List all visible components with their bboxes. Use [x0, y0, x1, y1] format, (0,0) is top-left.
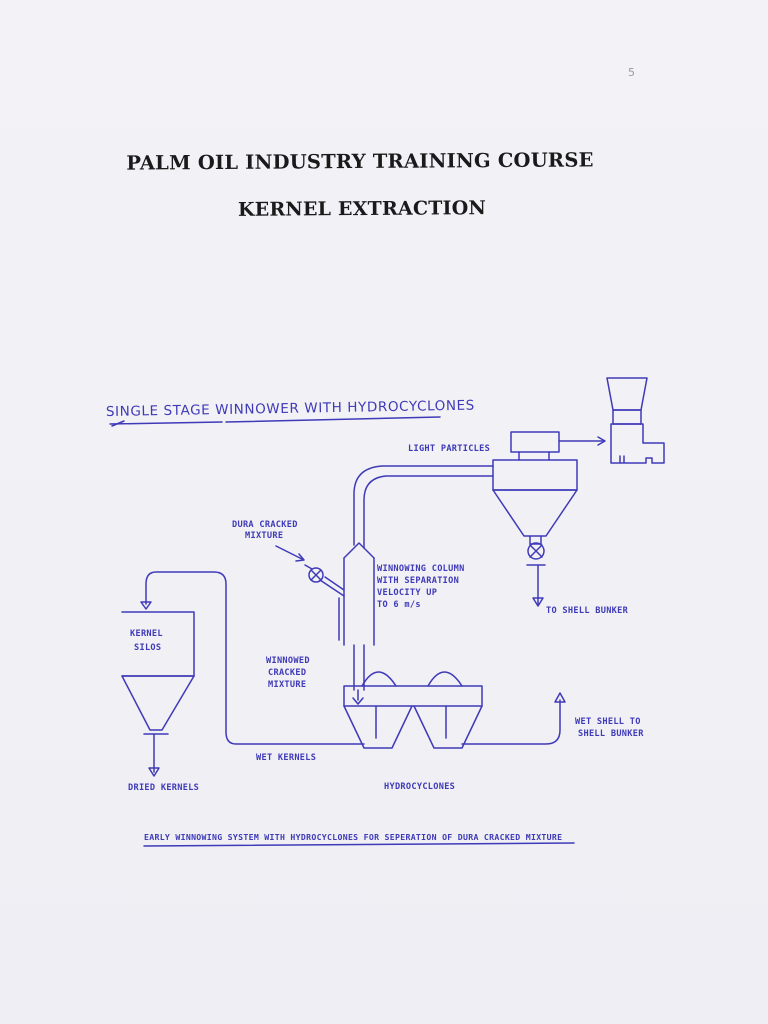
- wet-shell-label-line1: WET SHELL TO: [575, 717, 641, 727]
- column-top: [343, 542, 375, 559]
- arrow-to-fan-head: [597, 436, 606, 446]
- shell-bunker-arrow: [532, 597, 544, 607]
- diagram-title: SINGLE STAGE WINNOWER WITH HYDROCYCLONES: [106, 398, 475, 420]
- dried-kernels-label: DRIED KERNELS: [128, 783, 199, 793]
- hydrocyclone-internals: [375, 705, 447, 739]
- corner-mark: 5: [628, 66, 635, 79]
- hydrocyclone-header: [343, 685, 483, 707]
- title-underline-hook: [111, 420, 125, 427]
- hydrocyclone-2-cone: [413, 705, 483, 749]
- kernel-silos-label-line1: KERNEL: [130, 629, 163, 639]
- winnowed-label-line1: WINNOWED: [266, 656, 310, 666]
- column-label-line2: WITH SEPARATION: [377, 576, 459, 586]
- fan-box-legs: [518, 451, 550, 461]
- diagram-caption: EARLY WINNOWING SYSTEM WITH HYDROCYCLONE…: [144, 832, 562, 842]
- feed-hopper: [606, 377, 648, 411]
- dura-label-line1: DURA CRACKED: [232, 520, 298, 530]
- hydrocyclone-1-cone: [343, 705, 413, 749]
- dura-feed-arrow: [275, 545, 303, 560]
- wet-shell-arrow: [554, 692, 566, 703]
- caption-underline: [143, 842, 575, 847]
- hydrocyclones-label: HYDROCYCLONES: [384, 782, 455, 792]
- wet-kernels-line: [145, 571, 365, 745]
- winnowed-label-line3: MIXTURE: [268, 680, 306, 690]
- column-down-pipe: [353, 644, 365, 691]
- light-particles-label: LIGHT PARTICLES: [408, 444, 490, 454]
- dura-feed-arrow-head: [295, 553, 305, 562]
- column-label-line4: TO 6 m/s: [377, 600, 421, 610]
- winnowed-label-line2: CRACKED: [268, 668, 306, 678]
- wet-shell-line: [461, 699, 561, 745]
- separator-fan-box: [510, 431, 560, 453]
- hopper-neck: [612, 409, 642, 425]
- wet-kernels-arrow: [140, 601, 152, 610]
- column-label-line3: VELOCITY UP: [377, 588, 437, 598]
- separator-cyclone-body: [492, 459, 578, 491]
- feed-chute: [304, 564, 345, 597]
- rotary-valve-icon: [527, 542, 545, 560]
- hydrocyclone-2-dome: [427, 671, 463, 687]
- dried-kernels-arrow: [148, 767, 160, 777]
- fan-detail: [619, 455, 625, 463]
- wet-kernels-label: WET KERNELS: [256, 753, 316, 763]
- to-shell-bunker-label: TO SHELL BUNKER: [546, 606, 629, 616]
- feed-valve-icon: [308, 567, 324, 583]
- separator-outlet: [529, 535, 542, 545]
- light-particles-duct-inner: [363, 475, 494, 549]
- column-label-line1: WINNOWING COLUMN: [377, 564, 465, 574]
- kernel-silos-label-line2: SILOS: [134, 643, 161, 653]
- separator-cyclone-cone: [492, 489, 578, 537]
- feed-valve-cross: [310, 569, 322, 581]
- kernel-silo-cone: [121, 675, 195, 731]
- hydrocyclone-inlet-arrow: [352, 697, 364, 705]
- wet-shell-label-line2: SHELL BUNKER: [578, 729, 644, 739]
- winnowing-column: [343, 557, 375, 646]
- fan-housing: [610, 423, 665, 464]
- hydrocyclone-1-dome: [361, 671, 397, 687]
- diagram-title-underline: [109, 416, 441, 425]
- light-particles-duct-outer: [353, 465, 494, 546]
- rotary-valve-cross: [529, 544, 543, 558]
- dura-label-line2: MIXTURE: [245, 531, 283, 541]
